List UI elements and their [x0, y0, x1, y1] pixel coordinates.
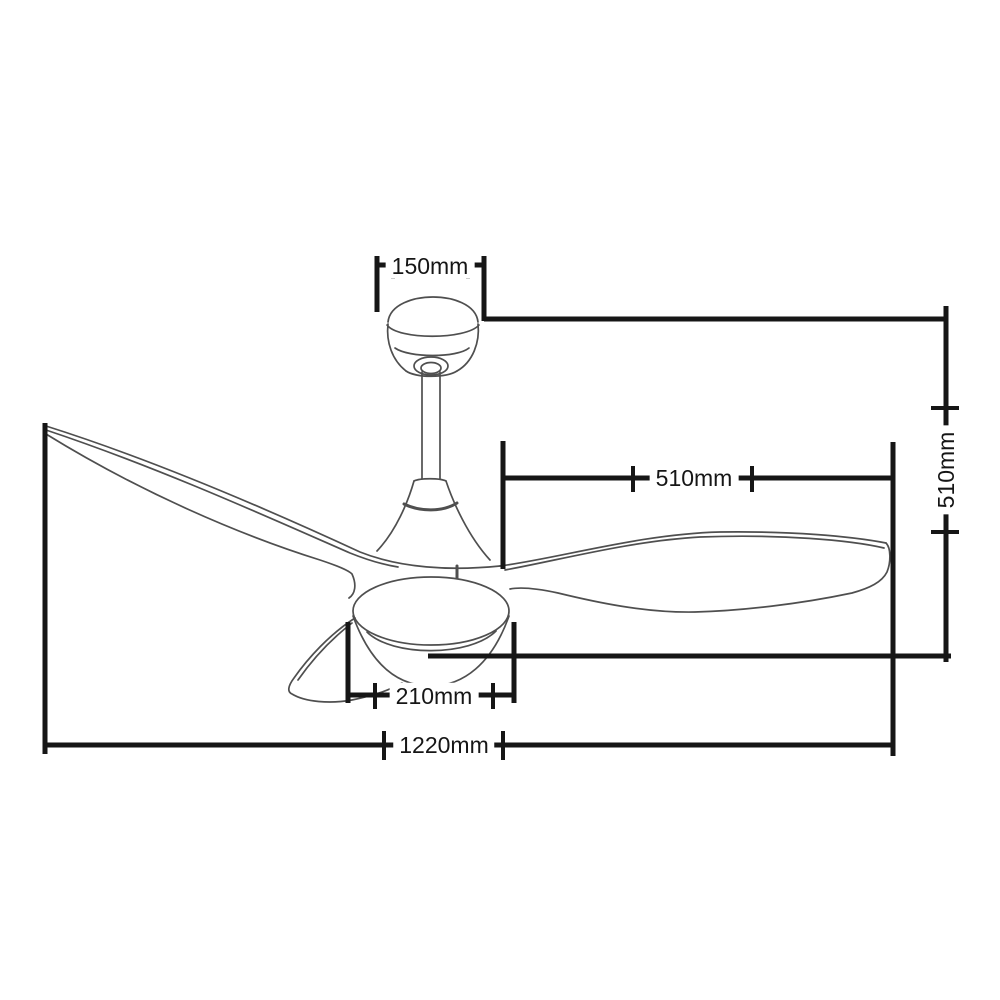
fan-canopy — [386, 296, 480, 378]
overall-diameter-label: 1220mm — [393, 731, 495, 759]
fan-height-label: 510mm — [932, 425, 960, 515]
fan-light-kit — [352, 576, 510, 687]
canopy-width-label: 150mm — [385, 252, 475, 280]
fan-downrod — [421, 371, 441, 480]
dimension-overall-diameter — [42, 423, 893, 760]
fan-blade-right — [499, 531, 891, 613]
fan-blade-left — [45, 425, 501, 599]
fan-blade-front — [288, 617, 403, 703]
light-diameter-label: 210mm — [389, 682, 479, 710]
fan-motor-housing — [376, 477, 491, 580]
blade-length-label: 510mm — [649, 464, 739, 492]
